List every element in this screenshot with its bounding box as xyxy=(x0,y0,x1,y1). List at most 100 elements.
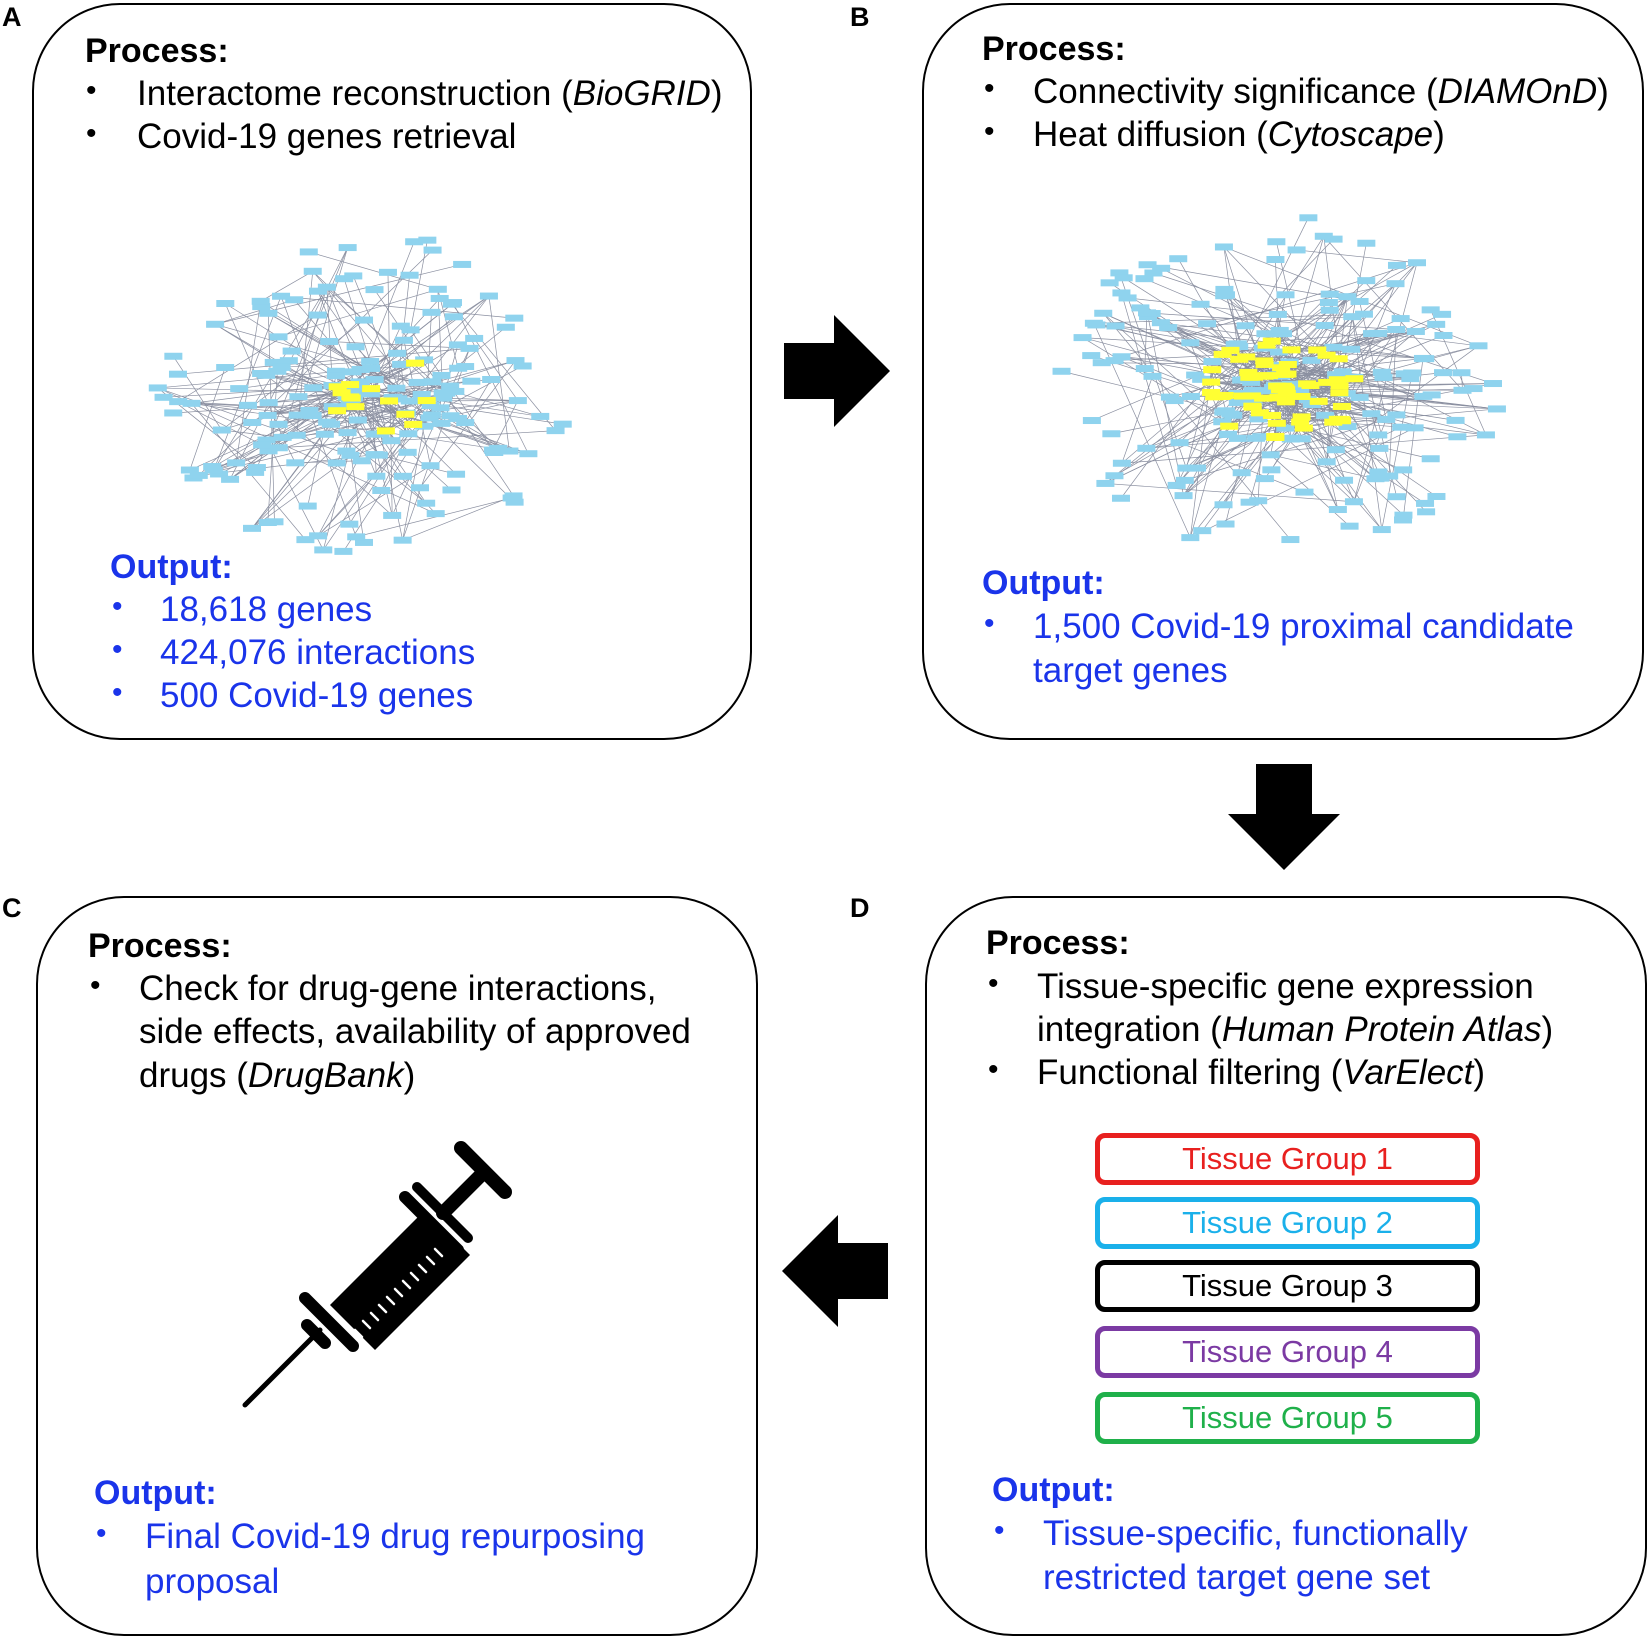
network-edge xyxy=(1093,313,1364,324)
network-node xyxy=(298,502,317,510)
network-node xyxy=(367,472,386,480)
network-node xyxy=(344,272,363,280)
network-node xyxy=(441,382,460,390)
bullet: • xyxy=(988,1053,999,1086)
network-edge xyxy=(391,348,470,516)
network-node xyxy=(258,519,277,527)
network-node-highlight xyxy=(1255,357,1274,365)
network-node-highlight xyxy=(1203,366,1222,374)
network-node xyxy=(382,437,401,445)
network-node xyxy=(288,411,307,419)
tissue-group-2: Tissue Group 2 xyxy=(1095,1197,1480,1249)
network-node xyxy=(1406,327,1425,335)
interactome-network-a xyxy=(148,236,572,555)
arrow-right-icon xyxy=(784,315,890,427)
network-node xyxy=(506,357,525,365)
panel-a-output-item-1: 18,618 genes xyxy=(160,590,373,629)
network-node xyxy=(411,484,430,492)
network-edge xyxy=(1121,376,1153,464)
network-edge xyxy=(235,301,262,463)
network-edge xyxy=(1224,289,1348,394)
network-node-highlight xyxy=(1262,337,1281,345)
network-node xyxy=(1324,343,1343,351)
network-edge xyxy=(1402,358,1424,521)
panel-c xyxy=(36,896,758,1636)
network-edge xyxy=(215,264,463,325)
network-node xyxy=(1302,356,1321,364)
network-edge xyxy=(191,402,529,455)
network-node xyxy=(432,371,451,379)
network-node xyxy=(285,296,304,304)
network-edge xyxy=(1144,312,1148,369)
network-node xyxy=(426,510,445,518)
network-node xyxy=(343,368,362,376)
network-node-highlight xyxy=(1330,382,1349,390)
bullet: • xyxy=(96,1517,107,1550)
network-node xyxy=(1073,334,1092,342)
network-node-highlight xyxy=(341,381,360,389)
network-node xyxy=(489,444,508,452)
network-node xyxy=(422,308,441,316)
panel-d-process-title: Process: xyxy=(986,924,1130,962)
network-node xyxy=(182,399,201,407)
network-edge xyxy=(1120,350,1231,499)
network-node xyxy=(314,546,333,554)
network-node xyxy=(485,448,504,456)
network-node xyxy=(1315,321,1334,329)
network-node-highlight xyxy=(1250,409,1269,417)
network-node-highlight xyxy=(1202,388,1221,396)
network-edge xyxy=(1276,358,1423,376)
network-edge xyxy=(278,430,556,449)
network-node xyxy=(432,419,451,427)
network-node xyxy=(257,436,276,444)
network-node xyxy=(252,303,271,311)
network-node xyxy=(1266,256,1285,264)
network-node xyxy=(287,431,306,439)
network-node xyxy=(1262,466,1281,474)
network-edge xyxy=(198,249,433,476)
network-edge xyxy=(464,379,492,423)
network-node xyxy=(1387,261,1406,269)
network-node xyxy=(1177,464,1196,472)
network-node xyxy=(1292,435,1311,443)
network-node xyxy=(442,300,461,308)
network-node-highlight xyxy=(1240,373,1259,381)
network-node xyxy=(269,420,288,428)
network-node xyxy=(504,492,523,500)
network-node xyxy=(531,412,550,420)
network-node xyxy=(1394,516,1413,524)
network-node xyxy=(1170,439,1189,447)
bullet: • xyxy=(984,115,995,148)
network-node xyxy=(393,472,412,480)
network-edge xyxy=(1326,347,1334,462)
network-node xyxy=(1326,446,1345,454)
network-node xyxy=(309,532,328,540)
network-node xyxy=(1225,341,1244,349)
network-node xyxy=(1192,375,1211,383)
network-edge xyxy=(380,433,409,491)
panel-a-process-title: Process: xyxy=(85,32,229,70)
network-node xyxy=(1362,410,1381,418)
panel-c-process-title: Process: xyxy=(88,927,232,965)
panel-b-process-item-1: Connectivity significance (DIAMOnD) xyxy=(1033,72,1609,111)
network-node xyxy=(553,420,572,428)
network-node-highlight xyxy=(1318,378,1337,386)
network-node xyxy=(273,433,292,441)
network-edge xyxy=(1179,293,1330,443)
network-node xyxy=(1327,371,1346,379)
network-node xyxy=(1249,415,1268,423)
network-edge xyxy=(177,314,318,402)
network-node xyxy=(303,412,322,420)
network-node xyxy=(258,411,277,419)
network-node xyxy=(1350,393,1369,401)
network-nodes xyxy=(1052,214,1506,544)
panel-b-output-line-1: 1,500 Covid-19 proximal candidate xyxy=(1033,607,1574,646)
network-node xyxy=(505,498,524,506)
network-edge xyxy=(281,295,515,319)
network-edge xyxy=(341,392,365,543)
network-node-highlight xyxy=(1330,389,1349,397)
panel-a-process-item-1: Interactome reconstruction (BioGRID) xyxy=(137,74,723,113)
network-node xyxy=(1243,386,1262,394)
network-node xyxy=(1340,522,1359,530)
panel-a-process-item-2: Covid-19 genes retrieval xyxy=(137,117,517,156)
